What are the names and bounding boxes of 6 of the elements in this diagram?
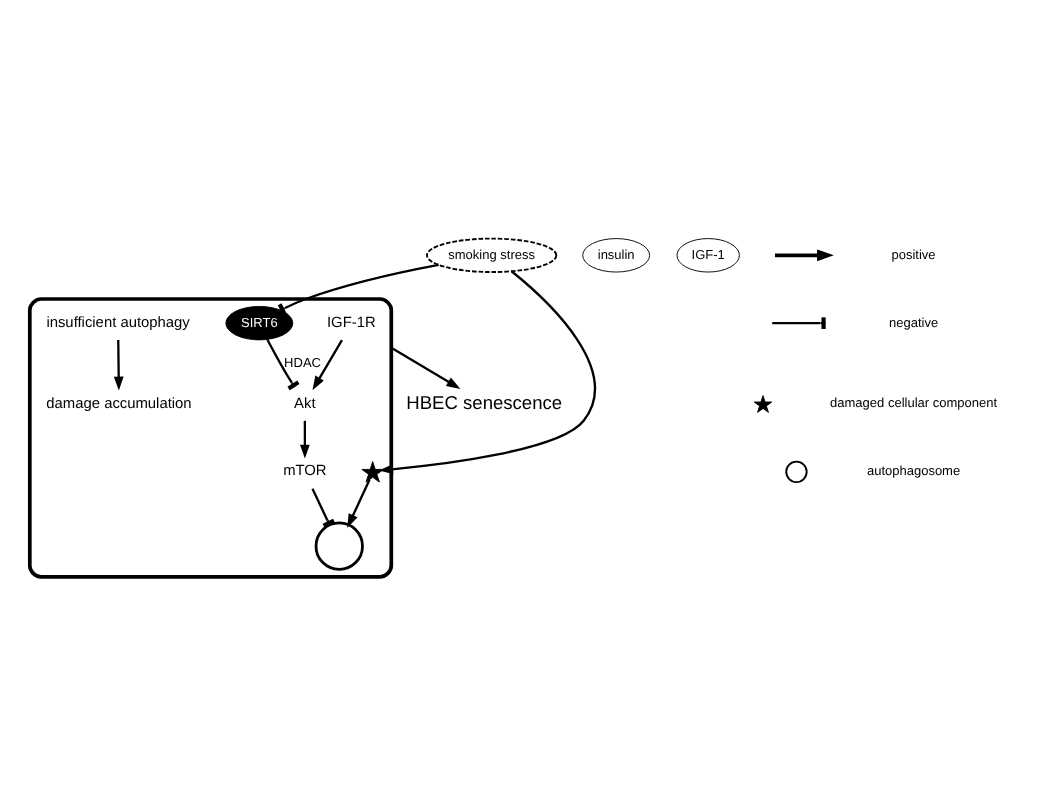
node-text: HBEC senescence xyxy=(406,391,563,412)
node-text: mTOR xyxy=(283,460,327,479)
node-text: damage accumulation xyxy=(46,392,192,411)
node-text: insufficient autophagy xyxy=(46,311,190,330)
node-text: IGF-1R xyxy=(327,311,376,330)
node-text: Akt xyxy=(294,392,316,411)
